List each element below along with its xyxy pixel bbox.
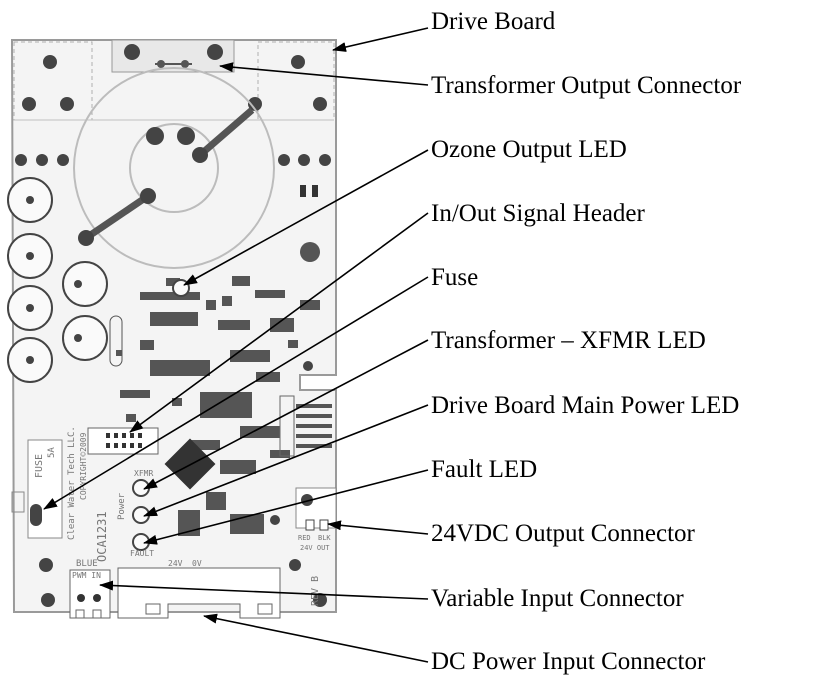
silk-24v-out: 24V OUT <box>300 544 330 552</box>
ozone-output-led <box>172 279 190 297</box>
leader-drive-board <box>332 27 429 52</box>
label-in-out-signal-header: In/Out Signal Header <box>431 200 645 227</box>
silk-24v: 24V <box>168 559 183 568</box>
leader-24vdc-output-connector <box>327 520 429 535</box>
silk-fuse: FUSE <box>34 454 45 478</box>
heatsink-fins <box>279 395 332 457</box>
leader-variable-input-connector <box>99 580 429 600</box>
silk-fault: FAULT <box>130 549 154 558</box>
silk-part-number: OCA1231 <box>95 511 109 562</box>
silk-fuse-rating: 5A <box>47 447 57 458</box>
silk-company: Clear Water Tech LLC. <box>67 426 77 540</box>
leader-drive-board-main-power-led <box>143 404 429 517</box>
label-24vdc-output-connector: 24VDC Output Connector <box>431 520 695 547</box>
silk-blk: BLK <box>318 534 331 542</box>
transformer-output-connector <box>111 39 235 73</box>
leader-in-out-signal-header <box>129 212 429 433</box>
silk-pwm-in: PWM IN <box>72 571 101 580</box>
dc-power-input-connector <box>117 567 281 619</box>
top-right-region <box>248 41 335 121</box>
leader-transformer-output-connector <box>219 62 429 86</box>
label-fault-led: Fault LED <box>431 456 538 483</box>
label-dc-power-input-connector: DC Power Input Connector <box>431 648 706 675</box>
label-fuse: Fuse <box>431 264 479 291</box>
label-ozone-output-led: Ozone Output LED <box>431 136 627 163</box>
leader-transformer-xfmr-led <box>143 339 429 490</box>
fuse <box>11 439 63 539</box>
silk-copyright: COPYRIGHT©2009 <box>79 432 88 500</box>
label-variable-input-connector: Variable Input Connector <box>431 585 684 612</box>
leader-dc-power-input-connector <box>203 613 429 663</box>
leader-ozone-output-led <box>183 149 429 286</box>
silk-red: RED <box>298 534 311 542</box>
pin-row-left <box>15 154 69 166</box>
label-transformer-xfmr-led: Transformer – XFMR LED <box>431 327 706 354</box>
silk-rev: REV B <box>310 576 321 606</box>
pin-row-right <box>278 154 331 262</box>
toroid <box>73 67 275 269</box>
label-drive-board: Drive Board <box>431 8 556 35</box>
silk-0v: 0V <box>192 559 202 568</box>
silk-xfmr: XFMR <box>134 469 153 478</box>
leader-fuse <box>43 276 429 510</box>
capacitors <box>7 177 123 383</box>
silk-power: Power <box>117 492 127 520</box>
label-drive-board-main-power-led: Drive Board Main Power LED <box>431 392 740 419</box>
callout-lines <box>43 27 429 663</box>
in-out-signal-header <box>87 427 159 455</box>
label-transformer-output-connector: Transformer Output Connector <box>431 72 742 99</box>
silk-blue: BLUE <box>76 559 98 569</box>
leader-fault-led <box>143 469 429 545</box>
mounting-holes <box>39 361 327 607</box>
variable-input-connector <box>69 569 111 619</box>
